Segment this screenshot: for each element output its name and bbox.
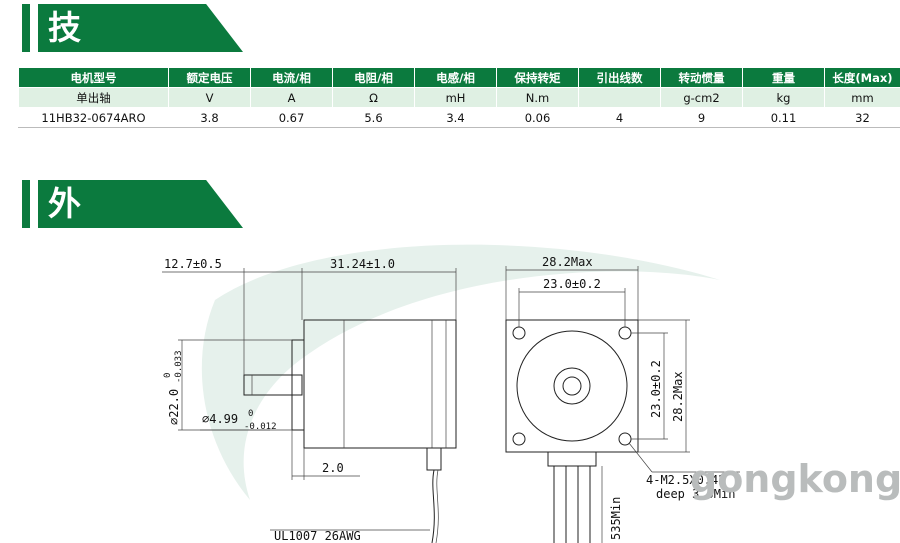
shaft-dia-value: ⌀4.99 [202,412,238,426]
height-max-dim: 28.2Max [671,371,685,422]
watermark-text: gongkong [690,457,900,501]
table-header-cell: 电感/相 [414,67,497,88]
table-units-cell: kg [742,87,825,108]
mount-hole [512,432,526,446]
lead-wire [431,469,435,543]
table-cell: 5.6 [332,107,415,128]
flange-tol-lower: -0.033 [174,350,184,383]
height-max-group: 28.2Max [671,371,685,422]
lead-length-dim: 535Min [609,497,623,540]
table-cell: 0.06 [496,107,579,128]
table-cell: 9 [660,107,743,128]
wire-spec: UL1007 26AWG [274,529,361,543]
mount-hole [512,326,526,340]
motor-shaft [243,374,303,396]
table-units-cell: A [250,87,333,108]
shaft-tol-upper: 0 [248,409,253,419]
outline-section-title: 外 形 图 [48,184,95,311]
shaft-tol-lower: -0.012 [244,422,277,432]
table-cell: 3.8 [168,107,251,128]
table-header-cell: 电流/相 [250,67,333,88]
lead-wire [435,469,439,543]
table-cell: 11HB32-0674ARO [18,107,169,128]
flange-tol-upper: 0 [163,373,173,378]
table-header-cell: 转动惯量 [660,67,743,88]
flange-dia-value: ⌀22.0 [167,389,181,425]
mount-hole [618,326,632,340]
lead-connector [547,451,597,467]
specs-section-title: 技术参数 [48,8,85,179]
table-header-cell: 长度(Max) [824,67,900,88]
specs-table: 电机型号额定电压电流/相电阻/相电感/相保持转矩引出线数转动惯量重量长度(Max… [18,67,900,128]
table-units-cell: N.m [496,87,579,108]
table-units-cell: 单出轴 [18,87,169,108]
header-banner [38,180,243,228]
front-face [505,319,639,453]
table-header-cell: 电阻/相 [332,67,415,88]
shaft-circle [562,376,582,396]
table-header-cell: 额定电压 [168,67,251,88]
table-header-cell: 引出线数 [578,67,661,88]
table-cell: 0.67 [250,107,333,128]
table-header-cell: 电机型号 [18,67,169,88]
table-units-cell [578,87,661,108]
header-banner [38,4,243,52]
table-units-cell: Ω [332,87,415,108]
table-cell: 3.4 [414,107,497,128]
body-length-dim: 31.24±1.0 [330,257,395,271]
width-max-dim: 28.2Max [542,255,593,269]
table-header-cell: 重量 [742,67,825,88]
outline-drawing: 12.7±0.5 31.24±1.0 ⌀22.0 0 -0.033 ⌀4.99 … [162,244,900,543]
table-units-cell: mm [824,87,900,108]
table-header-row: 电机型号额定电压电流/相电阻/相电感/相保持转矩引出线数转动惯量重量长度(Max… [18,67,900,88]
table-cell: 32 [824,107,900,128]
hole-spec-line1: 4-M2.5X0.45 [646,473,725,487]
hole-spec-line2: deep 3.0Min [656,487,735,501]
table-units-cell: mH [414,87,497,108]
header-accent-bar [22,4,30,52]
lead-exit [426,447,442,471]
flange-thickness-dim: 2.0 [322,461,344,475]
lead-length-group: 535Min [609,497,623,540]
header-accent-bar [22,180,30,228]
table-cell: 4 [578,107,661,128]
height-spacing-dim: 23.0±0.2 [649,360,663,418]
boss-circle [553,367,591,405]
table-units-cell: V [168,87,251,108]
table-units-cell: g-cm2 [660,87,743,108]
flange-circle [516,330,628,442]
shaft-length-dim: 12.7±0.5 [164,257,222,271]
leader-line [628,442,653,473]
motor-body [303,319,457,449]
height-spacing-group: 23.0±0.2 [649,360,663,418]
table-cell: 0.11 [742,107,825,128]
table-header-cell: 保持转矩 [496,67,579,88]
flange-dia-dim: ⌀22.0 0 -0.033 [163,350,184,425]
hole-spacing-dim: 23.0±0.2 [543,277,601,291]
watermark-swoosh [201,244,721,500]
